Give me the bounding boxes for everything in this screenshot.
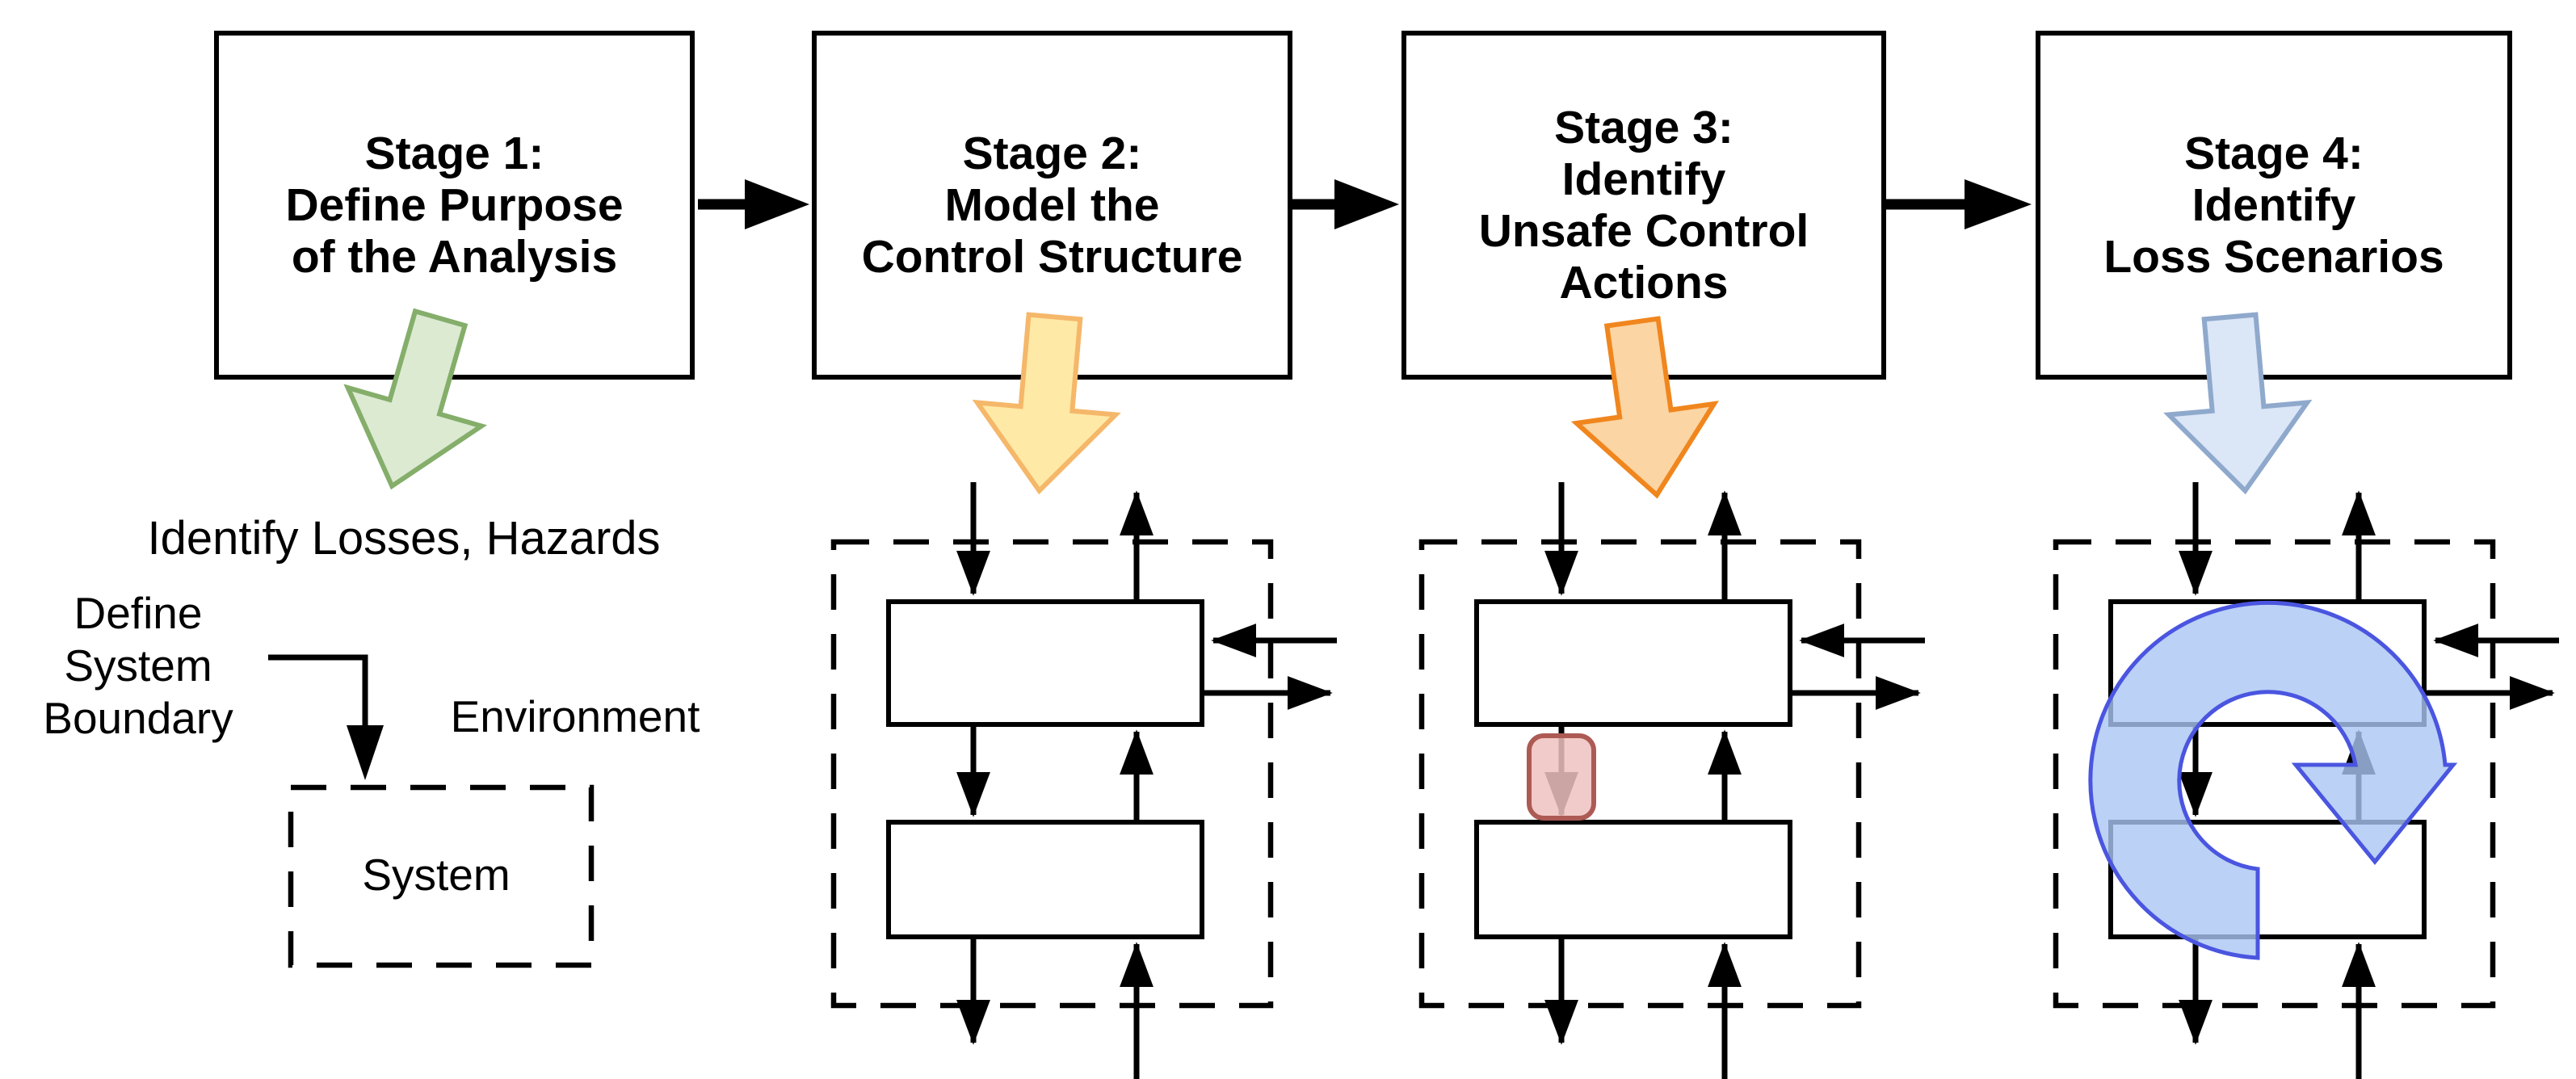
cycle-arrow-icon	[2088, 600, 2458, 960]
boundary-label-line: Boundary	[43, 693, 233, 743]
stage-1-box: Stage 1: Define Purpose of the Analysis	[214, 31, 695, 380]
stage-title-line: Model the	[944, 179, 1160, 231]
stage-title-line: Identify	[1561, 153, 1726, 205]
stage-title-line: Define Purpose	[285, 179, 624, 231]
stage-title-line: Actions	[1559, 257, 1729, 309]
stage-title-line: Stage 4:	[2184, 128, 2364, 179]
stage-title-line: of the Analysis	[291, 231, 618, 283]
iteration-cycle-arrow	[2088, 600, 2458, 960]
stage-title-line: Unsafe Control	[1478, 205, 1809, 257]
define-system-boundary-label: Define System Boundary	[28, 587, 248, 745]
stage-title-line: Stage 1:	[364, 128, 544, 179]
control-structure-diagram-stage3	[1422, 482, 1925, 1079]
stage-2-box: Stage 2: Model the Control Structure	[812, 31, 1292, 380]
boundary-connector-arrow	[268, 654, 384, 780]
boundary-label-line: Define	[74, 588, 203, 638]
stage-title-line: Stage 3:	[1554, 102, 1733, 153]
stage-3-box: Stage 3: Identify Unsafe Control Actions	[1401, 31, 1886, 380]
environment-label: Environment	[450, 691, 700, 741]
stage-title-line: Identify	[2191, 179, 2356, 231]
stage-4-box: Stage 4: Identify Loss Scenarios	[2036, 31, 2512, 380]
losses-hazards-label: Identify Losses, Hazards	[147, 512, 661, 565]
system-label: System	[362, 850, 511, 900]
stage2-to-stage3-arrow	[1291, 179, 1399, 229]
stage1-to-stage2-arrow	[698, 179, 809, 229]
control-structure-diagram-stage4	[2056, 482, 2559, 1079]
control-structure-diagram-stage2	[834, 482, 1337, 1079]
stage-title-line: Control Structure	[861, 231, 1243, 283]
stage-title-line: Loss Scenarios	[2103, 231, 2444, 283]
boundary-label-line: System	[64, 640, 212, 691]
stage3-to-stage4-arrow	[1884, 179, 2032, 229]
unsafe-control-action-highlight	[1527, 733, 1596, 821]
uca-highlight-rect	[1527, 733, 1596, 821]
stage-title-line: Stage 2:	[962, 128, 1142, 179]
